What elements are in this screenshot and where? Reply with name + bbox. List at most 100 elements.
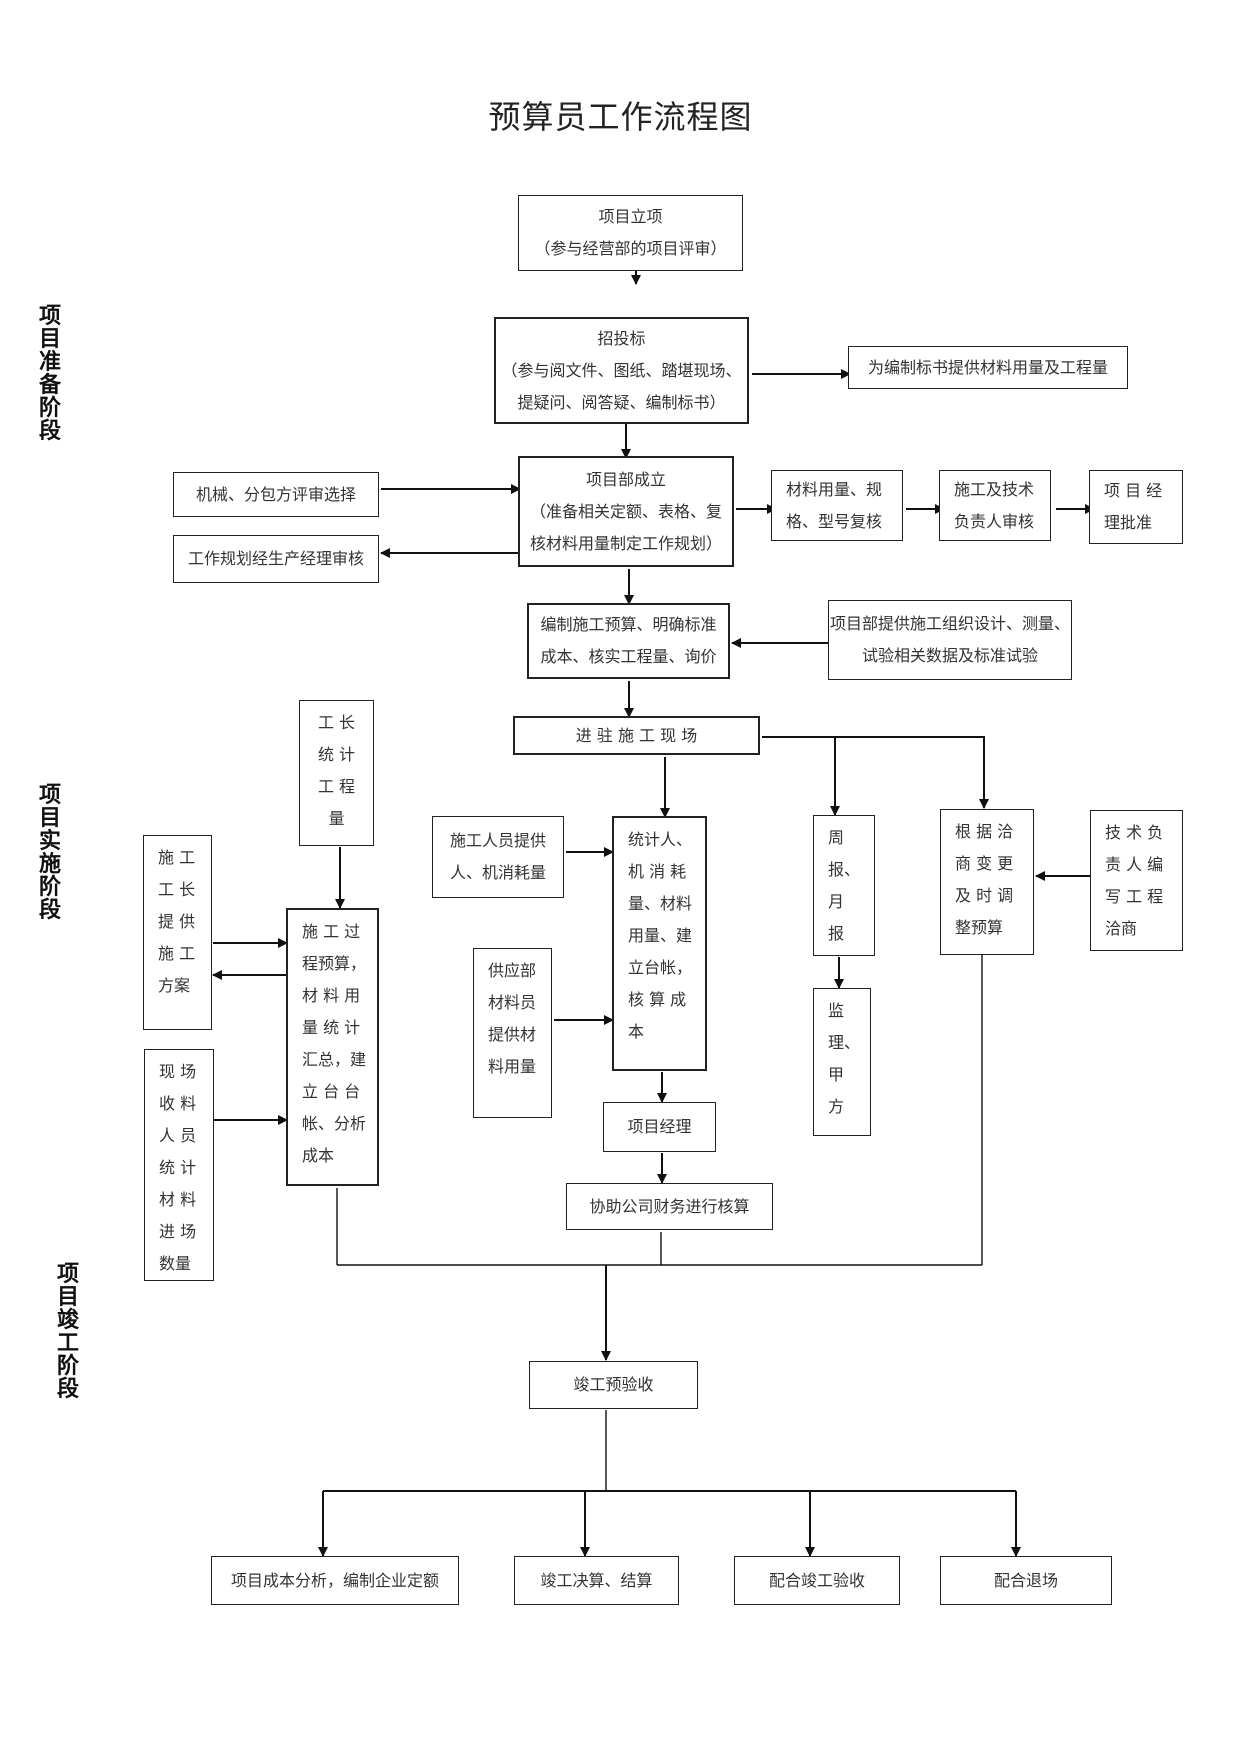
node-text-line: 项目立项 xyxy=(598,207,663,226)
node-text-line: 配合退场 xyxy=(993,1570,1058,1590)
node-text-line: （参与经营部的项目评审） xyxy=(534,239,727,258)
node-text-line: 写 工 程 xyxy=(1105,887,1164,906)
node-text-line: 量、材料 xyxy=(628,894,693,913)
node-text-line: 统计人、 xyxy=(628,830,693,849)
arrow-jinzhu-to-qiashang xyxy=(835,736,989,809)
stage-label-done: 项目竣工阶段 xyxy=(55,1263,81,1401)
node-text-line: 现 场 xyxy=(159,1062,197,1081)
node-text-line: 材 料 xyxy=(159,1190,197,1209)
node-project-initiation: 项目立项 （参与经营部的项目评审） xyxy=(518,195,743,271)
node-text-line: 汇总，建 xyxy=(302,1050,367,1069)
node-text-line: 人 员 xyxy=(159,1126,197,1145)
node-text-line: 施 工 过 xyxy=(302,922,361,941)
node-text-line: 格、型号复核 xyxy=(786,511,883,531)
stage-char: 目 xyxy=(56,1285,79,1310)
node-material-check: 材料用量、规格、型号复核 xyxy=(771,470,903,541)
node-text-line: 工 长 xyxy=(317,713,356,732)
node-text-line: 编制施工预算、明确标准 xyxy=(540,615,717,634)
node-final-settlement: 竣工决算、结算 xyxy=(514,1556,679,1605)
node-foreman-quantity: 工 长统 计工 程量 xyxy=(299,700,374,846)
node-text-line: 提供材 xyxy=(488,1025,537,1044)
node-text-line: 统 计 xyxy=(317,745,356,764)
stage-char: 段 xyxy=(38,419,61,444)
node-text-line: 方 xyxy=(828,1097,845,1116)
stage-char: 目 xyxy=(38,327,61,352)
node-work-plan-review: 工作规划经生产经理审核 xyxy=(173,535,379,583)
node-text-line: 机 消 耗 xyxy=(628,862,687,881)
node-change-negotiation: 根 据 洽商 变 更及 时 调整预算 xyxy=(940,809,1034,955)
node-text-line: 工 长 xyxy=(158,880,196,899)
node-bid-material-quantities: 为编制标书提供材料用量及工程量 xyxy=(848,346,1128,389)
node-text-line: 机械、分包方评审选择 xyxy=(195,484,356,504)
node-text-line: 料用量 xyxy=(488,1057,537,1076)
node-finance-assist: 协助公司财务进行核算 xyxy=(566,1183,773,1230)
node-text-line: 材料员 xyxy=(488,993,537,1012)
node-text-line: 材料用量、规 xyxy=(786,479,883,499)
node-text-line: 为编制标书提供材料用量及工程量 xyxy=(867,357,1108,377)
node-text-line: 量 统 计 xyxy=(302,1018,361,1037)
node-text-line: 竣工预验收 xyxy=(573,1375,654,1394)
stage-char: 竣 xyxy=(56,1308,79,1333)
stage-char: 阶 xyxy=(38,875,61,900)
node-construction-budget: 编制施工预算、明确标准成本、核实工程量、询价 xyxy=(527,603,730,679)
node-text-line: 周 xyxy=(828,828,845,847)
node-pm-approval: 项 目 经理批准 xyxy=(1089,470,1183,544)
node-text-line: 施工及技术 xyxy=(954,479,1035,499)
stage-char: 项 xyxy=(38,783,61,808)
stage-char: 阶 xyxy=(56,1354,79,1379)
node-text-line: 方案 xyxy=(158,976,191,995)
node-text-line: （参与阅文件、图纸、踏堪现场、 xyxy=(501,360,742,380)
stage-char: 实 xyxy=(38,829,61,854)
node-text-line: 统 计 xyxy=(159,1158,197,1177)
node-assist-exit: 配合退场 xyxy=(940,1556,1112,1605)
node-tech-lead-review: 施工及技术负责人审核 xyxy=(939,470,1051,541)
node-text-line: 施 工 xyxy=(158,848,196,867)
node-project-manager: 项目经理 xyxy=(603,1102,716,1152)
node-text-line: 理批准 xyxy=(1104,513,1153,532)
node-tech-lead-negotiation: 技 术 负责 人 编写 工 程洽商 xyxy=(1090,810,1183,951)
node-text-line: 成本、核实工程量、询价 xyxy=(540,647,717,666)
node-text-line: 施工人员提供 xyxy=(449,831,546,850)
node-statistics-ledger: 统计人、机 消 耗量、材料用量、建立台帐，核 算 成本 xyxy=(612,816,707,1071)
node-text-line: 人、机消耗量 xyxy=(449,863,546,882)
node-text-line: 项 目 经 xyxy=(1104,481,1163,500)
node-text-line: 进 驻 施 工 现 场 xyxy=(575,725,698,745)
arrow-jinzhu-to-zhoubao xyxy=(762,736,840,816)
node-text-line: 整预算 xyxy=(955,918,1004,937)
node-text-line: 竣工决算、结算 xyxy=(540,1570,653,1590)
node-text-line: （准备相关定额、表格、复 xyxy=(529,501,722,521)
node-text-line: 进 场 xyxy=(159,1222,197,1241)
stage-char: 阶 xyxy=(38,396,61,421)
node-completion-pre-acceptance: 竣工预验收 xyxy=(529,1361,698,1409)
stage-char: 目 xyxy=(38,806,61,831)
node-text-line: 项目经理 xyxy=(627,1117,692,1136)
node-text-line: 项目部成立 xyxy=(585,469,666,489)
node-enter-site: 进 驻 施 工 现 场 xyxy=(513,716,760,755)
node-text-line: 报 xyxy=(828,924,845,943)
node-text-line: 报、 xyxy=(828,860,861,879)
stage-char: 段 xyxy=(56,1377,79,1402)
node-text-line: 核 算 成 xyxy=(628,990,687,1009)
node-text-line: 项目成本分析，编制企业定额 xyxy=(230,1570,439,1590)
node-crew-consumption: 施工人员提供人、机消耗量 xyxy=(432,816,564,898)
node-text-line: 责 人 编 xyxy=(1105,855,1164,874)
node-text-line: 招投标 xyxy=(597,328,646,348)
node-text-line: 数量 xyxy=(159,1254,192,1273)
node-text-line: 工 程 xyxy=(317,777,356,796)
node-cost-analysis: 项目成本分析，编制企业定额 xyxy=(211,1556,459,1605)
node-text-line: 监 xyxy=(828,1001,845,1020)
node-text-line: 工作规划经生产经理审核 xyxy=(187,549,364,568)
stage-label-impl: 项目实施阶段 xyxy=(37,784,63,922)
node-text-line: 月 xyxy=(828,892,845,911)
stage-char: 段 xyxy=(38,898,61,923)
stage-char: 备 xyxy=(38,373,61,398)
node-text-line: 甲 xyxy=(828,1065,845,1084)
stage-label-prep: 项目准备阶段 xyxy=(37,305,63,443)
stage-char: 准 xyxy=(38,350,61,375)
node-supervisor-owner: 监理、甲方 xyxy=(813,988,871,1136)
node-text-line: 成本 xyxy=(302,1146,335,1165)
node-text-line: 用量、建 xyxy=(628,926,693,945)
node-text-line: 量 xyxy=(328,809,345,828)
node-text-line: 洽商 xyxy=(1105,919,1138,938)
